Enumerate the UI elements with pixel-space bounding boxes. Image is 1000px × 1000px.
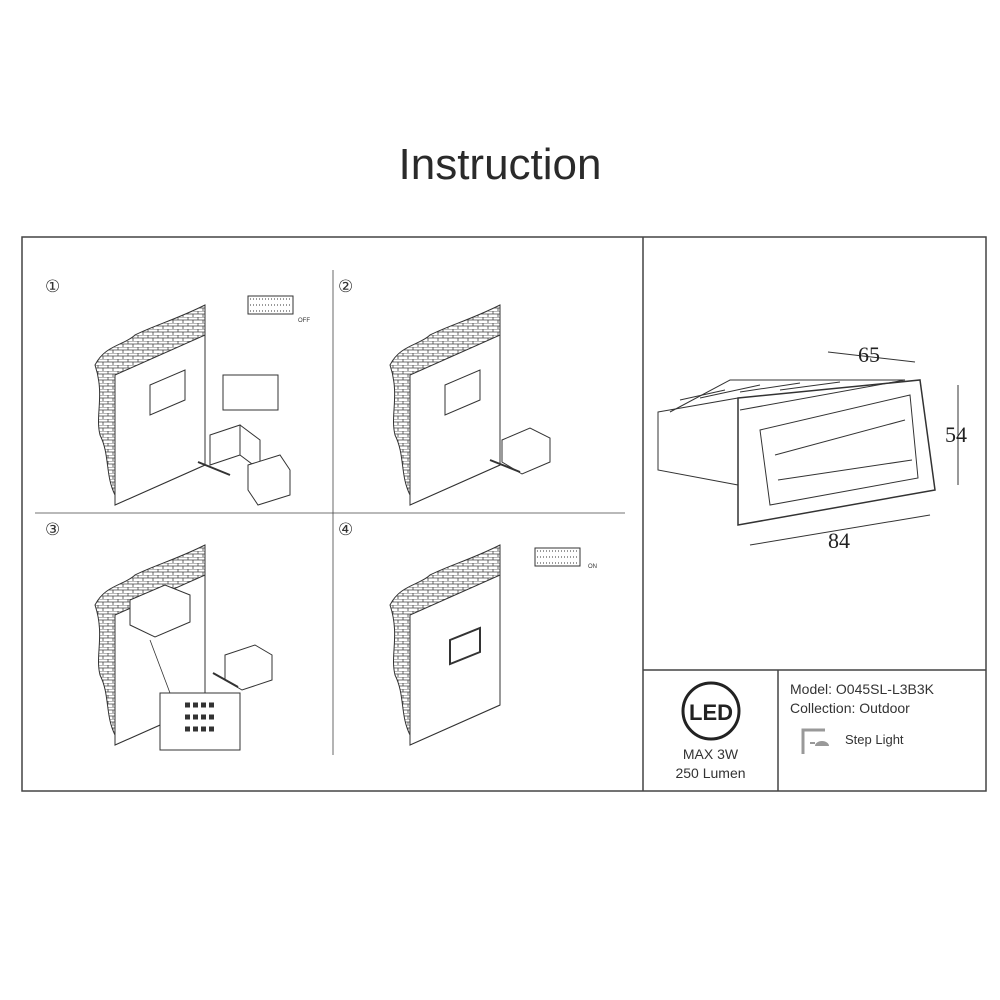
dimension-height: 54 (945, 422, 967, 447)
power-rating: MAX 3W (682, 746, 739, 762)
dimension-width: 65 (858, 342, 880, 367)
frame (21, 236, 987, 792)
step-2-drawing (389, 304, 551, 506)
step-number-1: ① (45, 277, 61, 297)
step-3-drawing (94, 544, 273, 751)
dimension-length: 84 (828, 528, 850, 553)
lumen-rating: 250 Lumen (675, 765, 746, 781)
step-4-drawing: ON (389, 544, 597, 746)
led-icon (681, 681, 741, 741)
product-dimension-drawing (657, 351, 959, 546)
led-logo-text: LED (689, 700, 733, 725)
step-number-3: ③ (45, 520, 61, 540)
step-number-4: ④ (338, 520, 354, 540)
model-text: Model: O045SL-L3B3K (790, 681, 934, 697)
collection-text: Collection: Outdoor (790, 700, 910, 716)
step-number-2: ② (338, 277, 354, 297)
step-1-drawing: OFF (94, 295, 310, 506)
product-type: Step Light (845, 732, 904, 747)
on-label: ON (588, 564, 597, 570)
step-light-icon (801, 728, 829, 754)
page-title: Instruction (398, 140, 602, 189)
off-label: OFF (298, 318, 310, 324)
